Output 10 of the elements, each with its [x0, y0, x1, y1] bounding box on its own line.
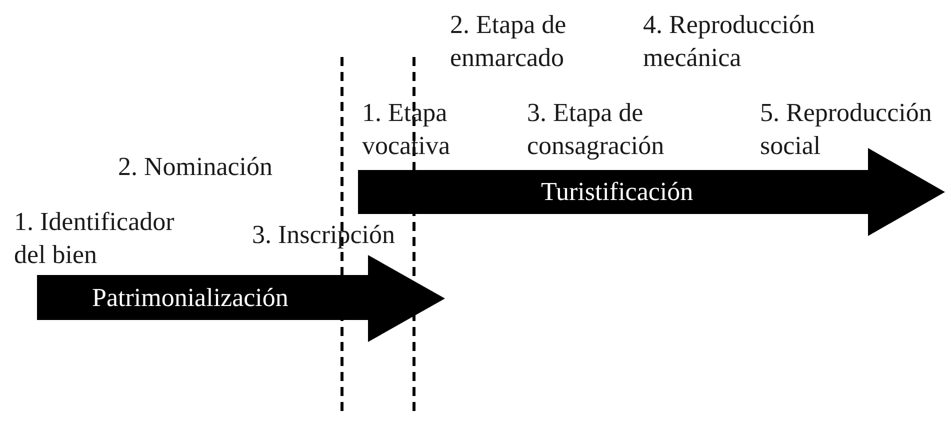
phase-label: Turistificación [541, 176, 694, 208]
stage-label: 2. Etapa de enmarcado [450, 9, 568, 74]
stage-label: 5. Reproducción social [760, 97, 933, 162]
stage-label: 3. Inscripción [252, 219, 395, 251]
stage-label: 2. Nominación [118, 151, 273, 183]
stage-label: 4. Reproducción mecánica [643, 9, 816, 74]
stage-label: 1. Etapa vocativa [362, 97, 452, 162]
phase-label: Patrimonialización [92, 282, 288, 314]
stage-label: 3. Etapa de consagración [527, 97, 666, 162]
stage-label: 1. Identificador del bien [14, 206, 176, 271]
